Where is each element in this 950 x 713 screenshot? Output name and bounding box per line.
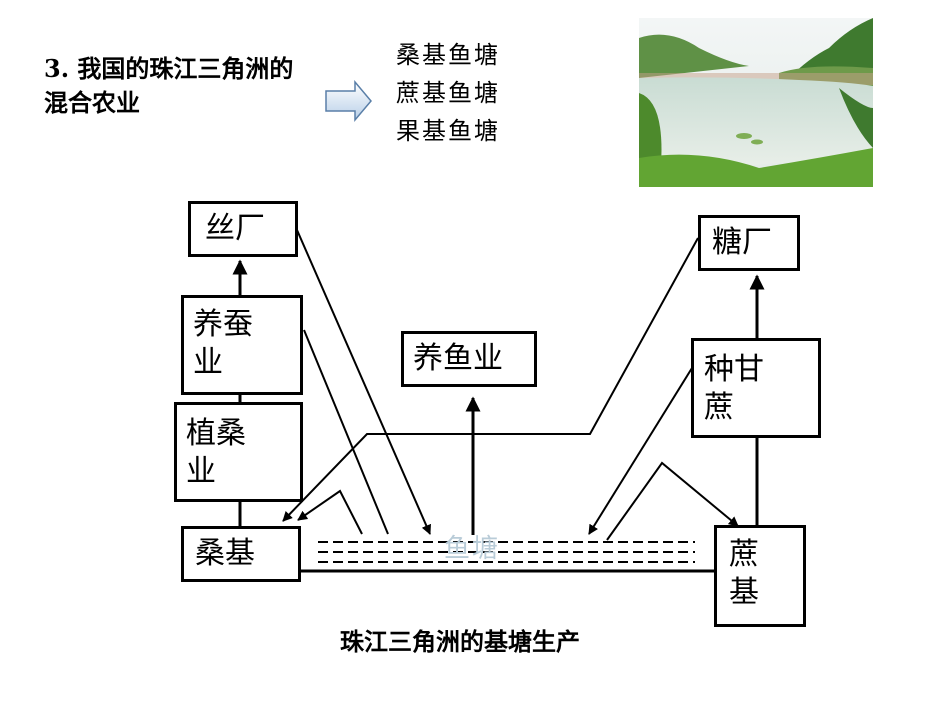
type-mulberry: 桑基鱼塘: [396, 41, 500, 69]
fish-farming-box: 养鱼业: [401, 331, 537, 387]
sugarcane-planting-box: 种甘蔗: [691, 338, 821, 438]
section-heading: 我国的珠江三角洲的混合农业: [44, 54, 294, 117]
section-number: 3.: [44, 54, 70, 83]
dike-pond-types: 桑基鱼塘 蔗基鱼塘 果基鱼塘: [396, 36, 546, 150]
mulberry-planting-label: 植桑业: [186, 416, 246, 489]
diagram-caption: 珠江三角洲的基塘生产: [340, 628, 580, 656]
sugarcane-planting-label: 种甘蔗: [704, 352, 764, 425]
silk-factory-box: 丝厂: [188, 201, 298, 257]
silkworm-box: 养蚕业: [181, 295, 303, 395]
right-arrow-icon: [325, 80, 372, 123]
sugar-factory-box: 糖厂: [698, 215, 800, 271]
fish-farming-label: 养鱼业: [413, 341, 503, 376]
sugar-factory-label: 糖厂: [712, 225, 772, 260]
type-fruit: 果基鱼塘: [396, 117, 500, 145]
pond-water-lines: [318, 541, 695, 563]
mulberry-planting-box: 植桑业: [174, 402, 303, 502]
pond-label: 鱼塘: [444, 534, 501, 564]
section-title: 3. 我国的珠江三角洲的混合农业: [44, 52, 314, 120]
type-sugarcane: 蔗基鱼塘: [396, 79, 500, 107]
cane-dike-box: 蔗基: [714, 525, 806, 627]
silkworm-label: 养蚕业: [193, 307, 253, 380]
silk-factory-label: 丝厂: [205, 211, 265, 246]
cane-dike-label: 蔗基: [729, 537, 759, 610]
mulberry-dike-box: 桑基: [181, 526, 301, 582]
mulberry-dike-label: 桑基: [195, 536, 255, 571]
pond-photo: [639, 18, 873, 187]
